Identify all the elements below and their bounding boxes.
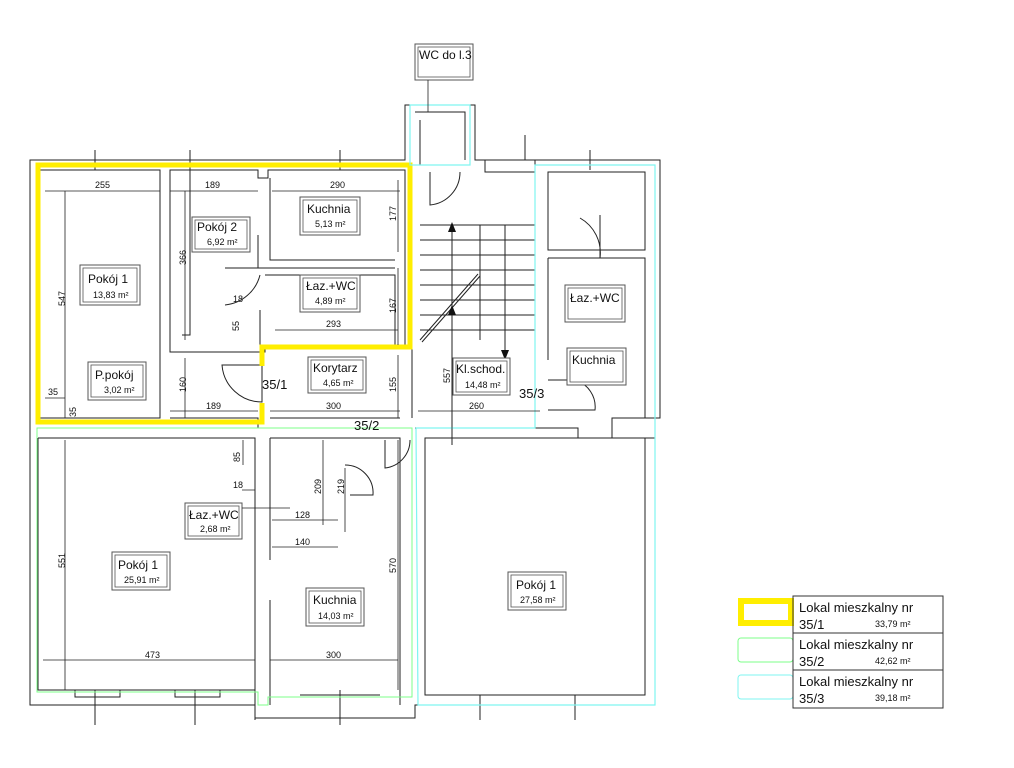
building-walls xyxy=(29,104,661,725)
legend-area: 42,62 m² xyxy=(875,656,911,666)
legend-area: 33,79 m² xyxy=(875,619,911,629)
room-name: Łaz.+WC xyxy=(570,291,620,305)
dimension-label: 547 xyxy=(57,291,67,306)
room-area: 5,13 m² xyxy=(315,219,346,229)
room-name: Pokój 1 xyxy=(88,272,128,286)
room-area: 4,65 m² xyxy=(323,378,354,388)
room-area: 25,91 m² xyxy=(124,575,160,585)
dimension-label: 55 xyxy=(231,321,241,331)
dimension-label: 189 xyxy=(205,180,220,190)
unit-label-35-2: 35/2 xyxy=(354,418,379,433)
unit-35-3-outline xyxy=(409,104,656,706)
room-area: 27,58 m² xyxy=(520,595,556,605)
dimension-label: 35 xyxy=(68,407,78,417)
legend: Lokal mieszkalny nr 35/1 33,79 m² Lokal … xyxy=(737,595,944,709)
legend-entry-35-1: Lokal mieszkalny nr 35/1 33,79 m² xyxy=(799,600,914,632)
legend-title: Lokal mieszkalny nr xyxy=(799,600,914,615)
room-u3-kuchnia: Kuchnia xyxy=(566,347,627,386)
room-u3-lazienka: Łaz.+WC xyxy=(564,284,626,323)
room-name: Pokój 1 xyxy=(516,578,556,592)
unit-label-35-3: 35/3 xyxy=(519,386,544,401)
dimension-label: 255 xyxy=(95,180,110,190)
dimension-label: 189 xyxy=(206,401,221,411)
legend-swatch-35-3 xyxy=(737,674,794,700)
room-name: Pokój 2 xyxy=(197,220,237,234)
dimension-label: 557 xyxy=(442,368,452,383)
dimension-label: 209 xyxy=(313,479,323,494)
dimension-label: 473 xyxy=(145,650,160,660)
dimension-label: 18 xyxy=(233,294,243,304)
dimension-lines xyxy=(43,180,540,690)
legend-title: Lokal mieszkalny nr xyxy=(799,674,914,689)
room-u1-kuchnia: Kuchnia 5,13 m² xyxy=(299,196,361,236)
dimension-label: 290 xyxy=(330,180,345,190)
unit-35-2-outline xyxy=(36,427,413,706)
room-name: Łaz.+WC xyxy=(189,508,239,522)
room-u3-pokoj1: Pokój 1 27,58 m² xyxy=(507,571,567,611)
room-name: Łaz.+WC xyxy=(306,279,356,293)
wc-reference-label: WC do l.3 xyxy=(419,48,472,62)
room-u2-lazienka: Łaz.+WC 2,68 m² xyxy=(184,502,290,540)
dimension-label: 18 xyxy=(233,480,243,490)
dimension-label: 551 xyxy=(57,553,67,568)
legend-swatch-35-2 xyxy=(737,637,794,663)
legend-swatch-35-1 xyxy=(738,598,794,626)
room-u2-kuchnia: Kuchnia 14,03 m² xyxy=(305,587,365,627)
room-area: 13,83 m² xyxy=(93,290,129,300)
room-u2-pokoj1: Pokój 1 25,91 m² xyxy=(111,551,171,591)
room-u1-ppokoj: P.pokój 3,02 m² xyxy=(87,361,147,401)
room-area: 14,03 m² xyxy=(318,611,354,621)
legend-unit: 35/1 xyxy=(799,617,824,632)
wc-reference-box: WC do l.3 xyxy=(414,43,474,112)
dimension-label: 260 xyxy=(469,401,484,411)
room-name: Kuchnia xyxy=(572,353,616,367)
room-area: 4,89 m² xyxy=(315,296,346,306)
room-area: 6,92 m² xyxy=(207,237,238,247)
legend-title: Lokal mieszkalny nr xyxy=(799,637,914,652)
room-area: 14,48 m² xyxy=(465,380,501,390)
legend-unit: 35/3 xyxy=(799,691,824,706)
legend-unit: 35/2 xyxy=(799,654,824,669)
legend-entry-35-2: Lokal mieszkalny nr 35/2 42,62 m² xyxy=(799,637,914,669)
room-name: P.pokój xyxy=(95,368,133,382)
room-name: Kuchnia xyxy=(313,593,357,607)
dimension-label: 219 xyxy=(336,479,346,494)
room-labels: Pokój 1 13,83 m² Pokój 2 6,92 m² Kuchnia… xyxy=(79,196,627,627)
dimension-label: 155 xyxy=(388,377,398,392)
room-name: Korytarz xyxy=(313,361,358,375)
dimension-label: 300 xyxy=(326,401,341,411)
dimension-label: 160 xyxy=(178,377,188,392)
unit-label-35-1: 35/1 xyxy=(262,377,287,392)
dimension-label: 35 xyxy=(48,387,58,397)
unit-35-1-outline xyxy=(35,162,413,425)
room-area: 2,68 m² xyxy=(200,524,231,534)
room-u1-pokoj2: Pokój 2 6,92 m² xyxy=(191,216,251,253)
legend-area: 39,18 m² xyxy=(875,693,911,703)
dimension-label: 300 xyxy=(326,650,341,660)
dimension-label: 293 xyxy=(326,319,341,329)
dimension-label: 85 xyxy=(232,452,242,462)
unit-entry-labels: 35/1 35/2 35/3 xyxy=(262,377,544,433)
legend-entry-35-3: Lokal mieszkalny nr 35/3 39,18 m² xyxy=(799,674,914,706)
room-korytarz: Korytarz 4,65 m² xyxy=(307,356,367,394)
room-name: Kuchnia xyxy=(307,202,351,216)
dimension-label: 140 xyxy=(295,537,310,547)
room-u1-pokoj1: Pokój 1 13,83 m² xyxy=(79,264,141,306)
dimension-label: 366 xyxy=(178,250,188,265)
dimension-label: 167 xyxy=(388,298,398,313)
room-klatka: Kl.schod. 14,48 m² xyxy=(452,357,511,396)
room-name: Kl.schod. xyxy=(456,362,505,376)
dimension-label: 128 xyxy=(295,510,310,520)
dimension-labels: 255 189 290 177 366 547 18 55 293 167 16… xyxy=(48,180,484,660)
dimension-label: 570 xyxy=(388,558,398,573)
dimension-label: 177 xyxy=(388,206,398,221)
room-name: Pokój 1 xyxy=(118,558,158,572)
room-u1-lazienka: Łaz.+WC 4,89 m² xyxy=(299,274,361,313)
room-area: 3,02 m² xyxy=(104,385,135,395)
